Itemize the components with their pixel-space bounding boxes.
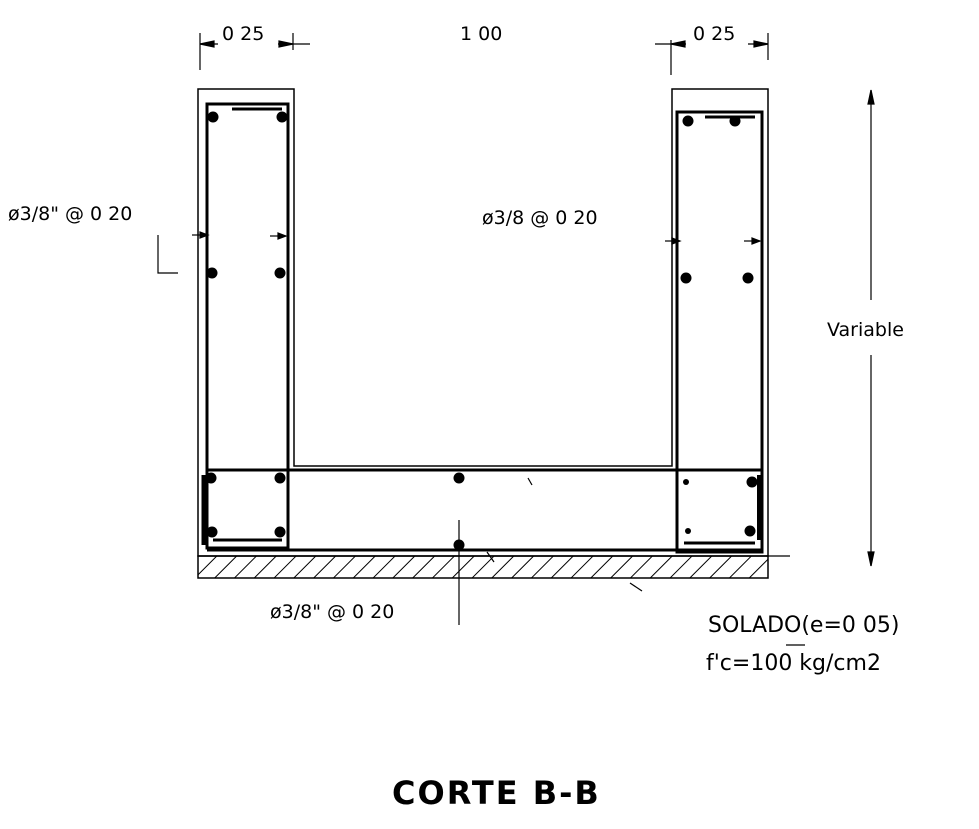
rebar-right-wall-label: ø3/8 @ 0 20 — [482, 207, 598, 229]
right-wall-rebar — [675, 110, 764, 554]
section-title: CORTE B-B — [392, 774, 601, 812]
rebar-left-wall-label: ø3/8" @ 0 20 — [8, 203, 132, 225]
leader-lines — [157, 231, 805, 646]
rebar-base-label: ø3/8" @ 0 20 — [270, 601, 394, 623]
dim-left-wall: 0 25 — [222, 23, 264, 45]
solado-label: SOLADO(e=0 05) — [708, 613, 899, 638]
dim-span: 1 00 — [460, 23, 502, 45]
concrete-outline — [197, 88, 769, 557]
concrete-strength-label: f'c=100 kg/cm2 — [706, 651, 881, 676]
rebar-dots — [205, 111, 758, 551]
top-dimension-lines — [199, 33, 769, 75]
dim-right-wall: 0 25 — [693, 23, 735, 45]
left-wall-rebar — [201, 102, 290, 550]
height-dimension-line — [766, 89, 875, 567]
base-rebar — [207, 468, 762, 552]
solado-layer — [197, 555, 769, 579]
dim-height: Variable — [827, 319, 904, 341]
